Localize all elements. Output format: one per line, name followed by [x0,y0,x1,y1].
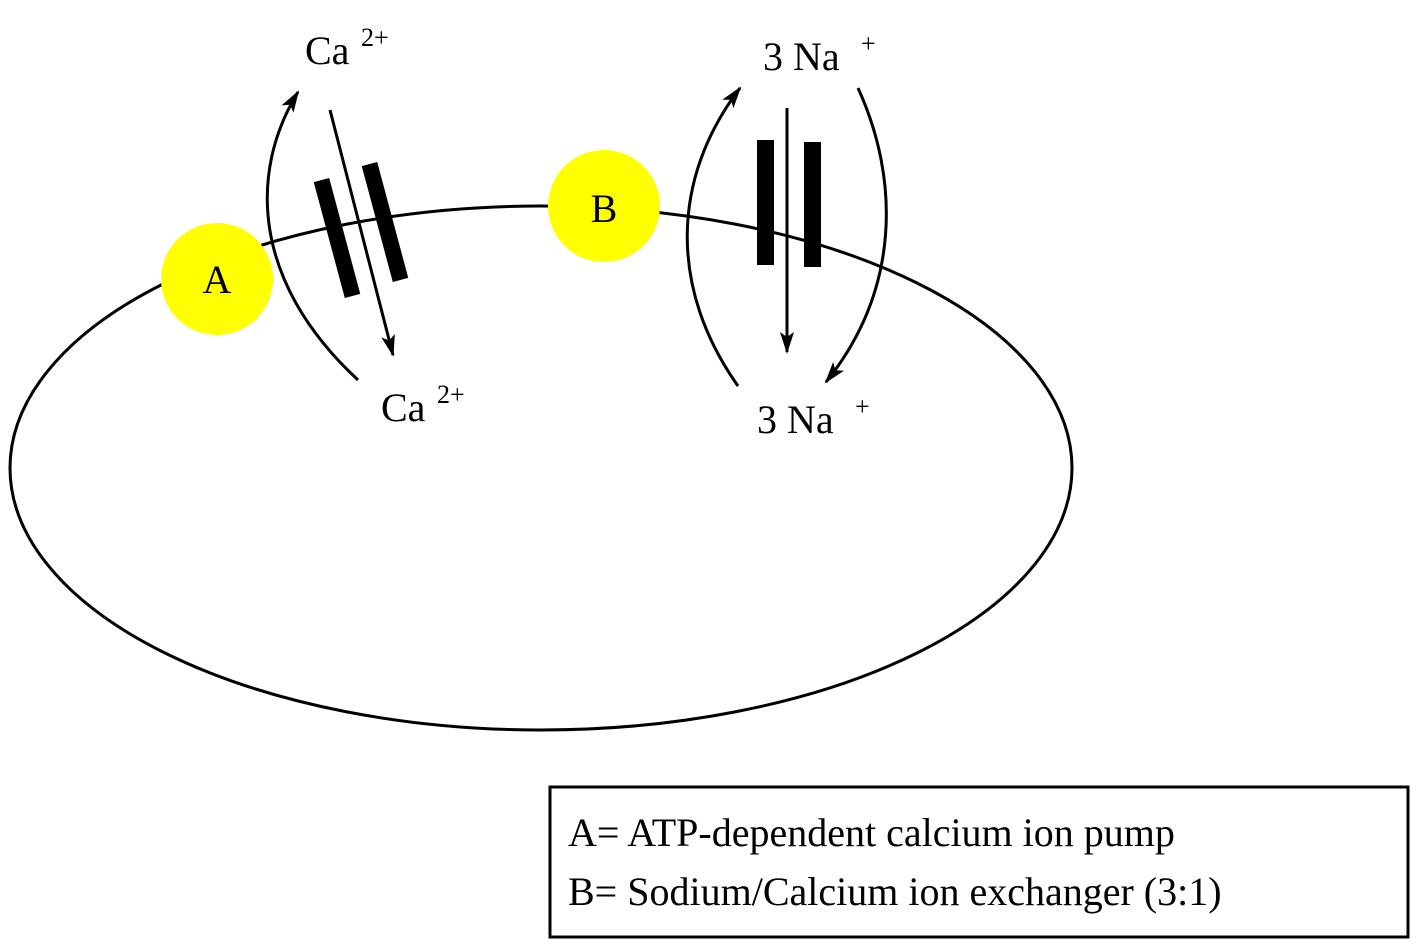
node-b-label: B [591,186,618,231]
channel-b-bar-right [804,142,821,267]
svg-text:2+: 2+ [361,23,389,52]
node-b-circle [548,150,660,262]
svg-text:+: + [855,392,870,421]
ion-label-ca-bottom: Ca 2+ [381,380,465,430]
svg-text:Ca: Ca [305,28,350,73]
legend-box: A= ATP-dependent calcium ion pump B= Sod… [548,785,1410,939]
legend-line-b: B= Sodium/Calcium ion exchanger (3:1) [568,869,1222,914]
channel-b-bar-left [757,140,774,265]
svg-text:+: + [861,29,876,58]
channel-a-bar-right [361,161,409,283]
na-influx-curved-arrow [824,87,888,384]
svg-text:3 Na: 3 Na [763,34,840,79]
channel-a-bar-left [313,177,361,299]
node-a-circle [161,223,273,335]
ion-label-na-bottom: 3 Na + [757,392,870,442]
na-efflux-curved-arrow [685,86,742,387]
ion-label-na-top: 3 Na + [763,29,876,79]
cell-membrane [8,204,1074,732]
svg-text:3 Na: 3 Na [757,397,834,442]
svg-text:2+: 2+ [437,380,465,409]
ca-influx-arrow [328,109,395,357]
ca-efflux-arrow [265,90,360,382]
legend-line-a: A= ATP-dependent calcium ion pump [568,810,1175,855]
node-a-label: A [203,257,232,302]
svg-text:Ca: Ca [381,385,426,430]
ion-label-ca-top: Ca 2+ [305,23,389,73]
legend-border [548,785,1410,939]
